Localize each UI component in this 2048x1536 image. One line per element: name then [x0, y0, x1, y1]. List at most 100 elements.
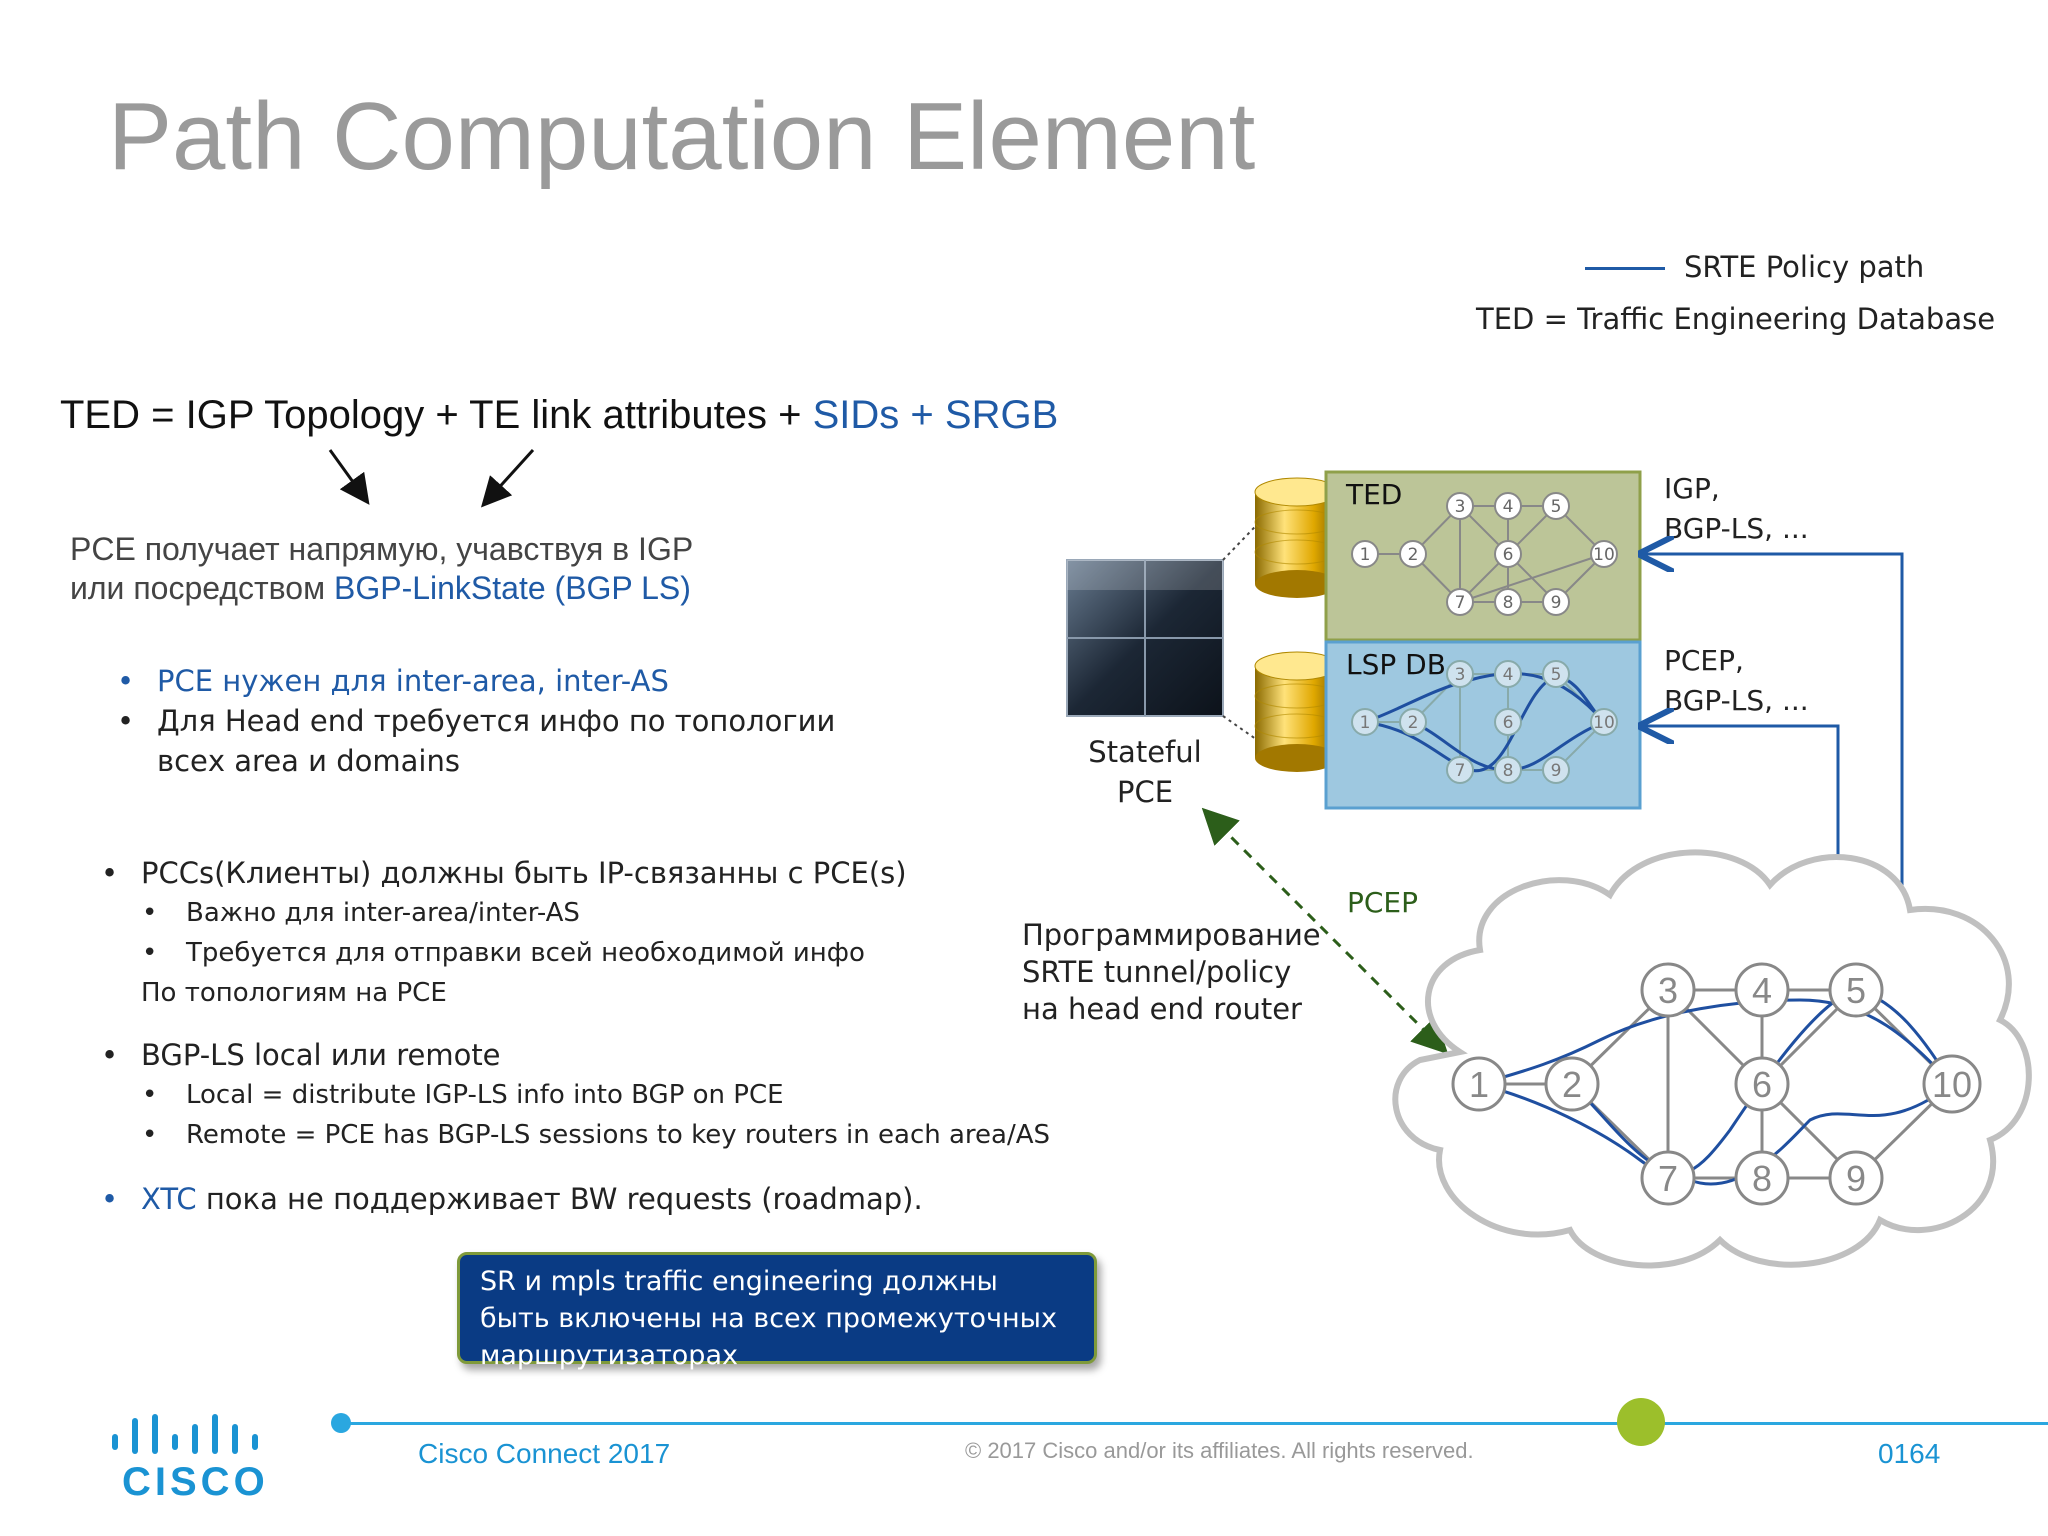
- node-7: 7: [1640, 1150, 1696, 1206]
- sub-bullet-send-info-cont: По топологиям на PCE: [141, 978, 447, 1008]
- bullet-text: BGP-LS local или remote: [141, 1038, 501, 1072]
- svg-text:3: 3: [1455, 497, 1466, 517]
- svg-text:6: 6: [1503, 545, 1514, 565]
- bullet-pce-inter-area: • PCE нужен для inter-area, inter-AS: [117, 664, 669, 698]
- svg-text:8: 8: [1752, 1158, 1772, 1199]
- bullet-xtc: • XTC пока не поддерживает BW requests (r…: [101, 1182, 923, 1216]
- svg-text:5: 5: [1551, 497, 1562, 517]
- svg-text:3: 3: [1455, 665, 1466, 685]
- page-number: 0164: [1878, 1438, 1941, 1469]
- bullet-dot: •: [142, 1080, 158, 1110]
- bullet-dot: •: [117, 704, 135, 738]
- lspdb-mini-nodes: 1 2 3 4 5 6 10 7 8 9: [1351, 660, 1618, 784]
- svg-text:10: 10: [1593, 545, 1615, 565]
- ted-box-label: TED: [1345, 478, 1402, 511]
- pce-receive-text: PCE получает напрямую, учавствуя в IGP и…: [70, 530, 693, 608]
- footer-copyright: © 2017 Cisco and/or its affiliates. All …: [965, 1438, 1474, 1463]
- sub-bullet-send-info: •Требуется для отправки всей необходимой…: [142, 938, 865, 968]
- pcep-arrow-label: PCEP: [1347, 886, 1418, 919]
- svg-text:9: 9: [1551, 761, 1562, 781]
- svg-text:4: 4: [1503, 497, 1514, 517]
- formula-arrows: [328, 448, 535, 508]
- cisco-logo-text: CISCO: [122, 1460, 269, 1504]
- bgp-linkstate-text: BGP-LinkState (BGP LS): [333, 570, 691, 606]
- svg-text:5: 5: [1551, 665, 1562, 685]
- svg-text:2: 2: [1408, 713, 1419, 733]
- bullet-text: PCE нужен для inter-area, inter-AS: [157, 664, 669, 698]
- node-6: 6: [1734, 1056, 1790, 1112]
- node-1: 1: [1451, 1056, 1507, 1112]
- svg-text:7: 7: [1658, 1158, 1678, 1199]
- bullet-head-end-info: • Для Head end требуется инфо по топологи…: [117, 704, 836, 738]
- prog-label-3: на head end router: [1022, 992, 1302, 1026]
- svg-text:6: 6: [1752, 1064, 1772, 1105]
- stateful-label-2: PCE: [1117, 775, 1173, 809]
- bullet-text: Важно для inter-area/inter-AS: [186, 898, 580, 928]
- footer-event: Cisco Connect 2017: [418, 1438, 671, 1469]
- node-8: 8: [1734, 1150, 1790, 1206]
- arrow-down-right: [328, 449, 370, 505]
- node-2: 2: [1544, 1056, 1600, 1112]
- pce-diagram: Stateful PCE TED 1 2 3: [1022, 470, 2032, 1269]
- svg-text:9: 9: [1551, 593, 1562, 613]
- pcep-dashed-arrow: [1201, 807, 1449, 1055]
- node-10: 10: [1922, 1054, 1982, 1114]
- slide-title: Path Computation Element: [108, 83, 1256, 190]
- prog-label-2: SRTE tunnel/policy: [1022, 955, 1291, 989]
- formula-black: TED = IGP Topology + TE link attributes …: [60, 393, 813, 437]
- xtc-text: XTC: [141, 1182, 197, 1216]
- svg-text:5: 5: [1846, 970, 1866, 1011]
- lspdb-box-label: LSP DB: [1346, 648, 1446, 681]
- cloud-nodes: 1 2 3 4 5 6 7 8 9 10: [1451, 962, 1982, 1206]
- legend-ted-definition: TED = Traffic Engineering Database: [1476, 302, 1996, 336]
- igp-feed-arrow: [1644, 554, 1904, 922]
- svg-text:10: 10: [1932, 1064, 1972, 1105]
- svg-text:6: 6: [1503, 713, 1514, 733]
- bullet-text: пока не поддерживает BW requests (roadma…: [196, 1182, 923, 1216]
- bullet-dot: •: [142, 1120, 158, 1150]
- svg-text:8: 8: [1503, 593, 1514, 613]
- pcep-bgp-label-2: BGP-LS, ...: [1664, 684, 1809, 717]
- igp-label-1: IGP,: [1664, 472, 1720, 505]
- footer-dot: [331, 1413, 351, 1433]
- svg-text:2: 2: [1562, 1064, 1582, 1105]
- bullet-text: Local = distribute IGP-LS info into BGP …: [186, 1080, 784, 1110]
- igp-label-2: BGP-LS, ...: [1664, 512, 1809, 545]
- node-9: 9: [1828, 1150, 1884, 1206]
- bullet-dot: •: [101, 1038, 119, 1072]
- arrow-down-left: [480, 448, 535, 508]
- bullet-dot: •: [142, 938, 158, 968]
- pce-receive-line2: или посредством BGP-LinkState (BGP LS): [70, 569, 693, 608]
- stateful-pce-icon: [1066, 559, 1224, 717]
- bullet-dot: •: [117, 664, 135, 698]
- cisco-logo-bars: [112, 1414, 258, 1454]
- footer-line: [338, 1422, 2048, 1425]
- svg-text:1: 1: [1360, 545, 1371, 565]
- svg-text:4: 4: [1752, 970, 1772, 1011]
- legend-srte-label: SRTE Policy path: [1684, 250, 1925, 284]
- note-box: SR и mpls traffic engineering должны быт…: [457, 1252, 1097, 1371]
- svg-text:3: 3: [1658, 970, 1678, 1011]
- bullet-dot: •: [142, 898, 158, 928]
- bullet-dot: •: [101, 1182, 119, 1216]
- pce-receive-prefix: или посредством: [70, 570, 334, 606]
- bullet-pccs: • PCCs(Клиенты) должны быть IP-связанны с…: [101, 856, 907, 890]
- ted-formula: TED = IGP Topology + TE link attributes …: [60, 393, 1058, 438]
- footer-green-dot: [1617, 1398, 1665, 1446]
- bullet-text: PCCs(Клиенты) должны быть IP-связанны с …: [141, 856, 907, 890]
- svg-text:2: 2: [1408, 545, 1419, 565]
- sub-bullet-remote: • Remote = PCE has BGP-LS sessions to key…: [142, 1120, 1051, 1150]
- pcep-bgp-label-1: PCEP,: [1664, 644, 1744, 677]
- node-3: 3: [1640, 962, 1696, 1018]
- svg-text:4: 4: [1503, 665, 1514, 685]
- pce-receive-line1: PCE получает напрямую, учавствуя в IGP: [70, 531, 694, 567]
- bullet-text: Для Head end требуется инфо по топологии: [157, 704, 836, 738]
- bullet-head-end-info-cont: всех area и domains: [157, 744, 460, 778]
- bullet-dot: •: [101, 856, 119, 890]
- bullet-text: Remote = PCE has BGP-LS sessions to key …: [186, 1120, 1051, 1150]
- svg-text:10: 10: [1593, 713, 1615, 733]
- svg-text:7: 7: [1455, 593, 1466, 613]
- legend-line-sample: [1585, 267, 1665, 270]
- sub-bullet-local: • Local = distribute IGP-LS info into BGP…: [142, 1080, 784, 1110]
- svg-text:1: 1: [1360, 713, 1371, 733]
